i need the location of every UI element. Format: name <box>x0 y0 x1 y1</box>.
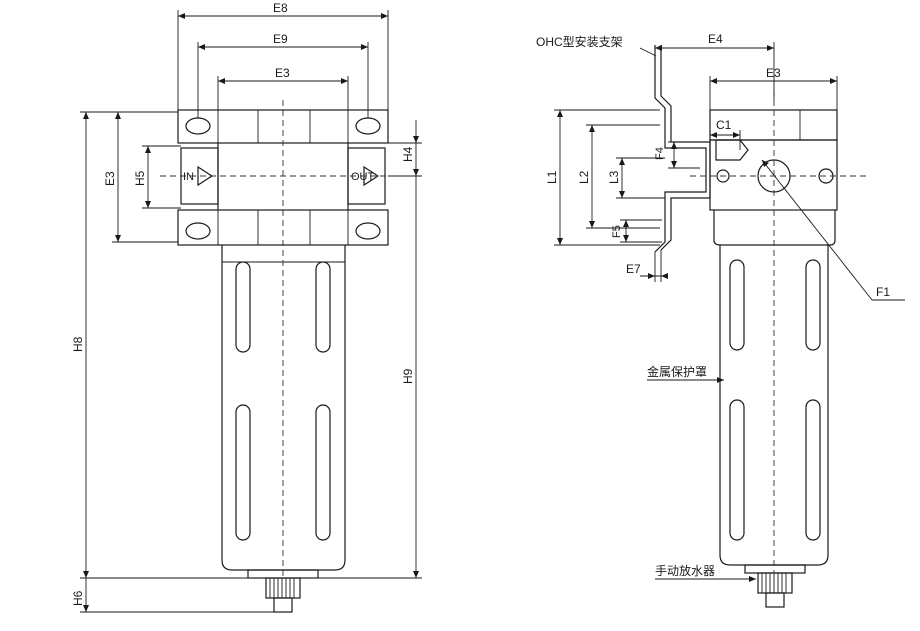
dim-l3-label: L3 <box>607 170 621 184</box>
dim-l1-label: L1 <box>545 170 559 184</box>
dim-f1: F1 <box>761 159 905 301</box>
dim-e4-label: E4 <box>708 32 723 46</box>
mounting-hole-bl <box>185 222 211 240</box>
dim-h8: H8 <box>71 111 248 579</box>
dim-c1-label: C1 <box>716 118 732 132</box>
dim-e3-right: E3 <box>709 66 838 110</box>
dim-l2-label: L2 <box>577 170 591 184</box>
dim-h6-label: H6 <box>71 590 85 606</box>
dim-h5-label: H5 <box>133 170 147 186</box>
side-bowl <box>713 210 836 574</box>
port-out-label: OUT <box>351 171 375 183</box>
dim-e9-label: E9 <box>273 32 288 46</box>
dim-l3: L3 <box>607 157 665 199</box>
dim-h9: H9 <box>318 176 422 579</box>
port-in-label: IN <box>183 171 194 183</box>
dim-h5: H5 <box>133 145 181 209</box>
dim-h4: H4 <box>388 120 422 177</box>
dim-e3r-label: E3 <box>766 66 781 80</box>
metal-guard-label: 金属保护罩 <box>647 364 707 379</box>
dim-e7: E7 <box>626 250 668 282</box>
dim-e3v-label: E3 <box>103 171 117 186</box>
dim-h4-label: H4 <box>401 146 415 162</box>
callout-metal-guard: 金属保护罩 <box>647 364 724 383</box>
dim-f4-label: F4 <box>654 147 666 160</box>
dim-f5-label: F5 <box>611 225 623 238</box>
dim-e3-horizontal: E3 <box>217 66 349 110</box>
right-side-view: E4 E3 C1 L1 <box>536 32 905 608</box>
callout-bracket: OHC型安装支架 <box>536 34 657 57</box>
dim-e3-label: E3 <box>275 66 290 80</box>
filter-bowl <box>221 245 346 579</box>
dim-f1-label: F1 <box>876 285 890 299</box>
dim-e8: E8 <box>177 1 389 110</box>
dim-f5: F5 <box>611 219 662 243</box>
left-front-view: IN OUT <box>71 1 422 613</box>
dim-h9-label: H9 <box>401 368 415 384</box>
dim-e8-label: E8 <box>273 1 288 15</box>
ohc-bracket <box>654 45 749 253</box>
callout-manual-drain: 手动放水器 <box>655 563 756 582</box>
dim-f4: F4 <box>654 141 700 169</box>
mounting-hole-tl <box>185 117 211 135</box>
dim-l1: L1 <box>545 109 660 246</box>
dim-c1: C1 <box>710 118 741 150</box>
in-arrow-icon <box>197 165 214 187</box>
dim-h8-label: H8 <box>71 336 85 352</box>
side-drain-plug <box>757 572 793 608</box>
dim-e9: E9 <box>197 32 369 118</box>
drain-plug <box>265 577 301 613</box>
mounting-hole-tr <box>355 117 381 135</box>
mounting-hole-br <box>355 222 381 240</box>
dim-h6: H6 <box>71 578 274 613</box>
dim-e4: E4 <box>655 32 775 100</box>
dim-l2: L2 <box>577 124 660 229</box>
bracket-label: OHC型安装支架 <box>536 34 623 49</box>
manual-drain-label: 手动放水器 <box>655 563 715 578</box>
dim-e7-label: E7 <box>626 262 641 276</box>
